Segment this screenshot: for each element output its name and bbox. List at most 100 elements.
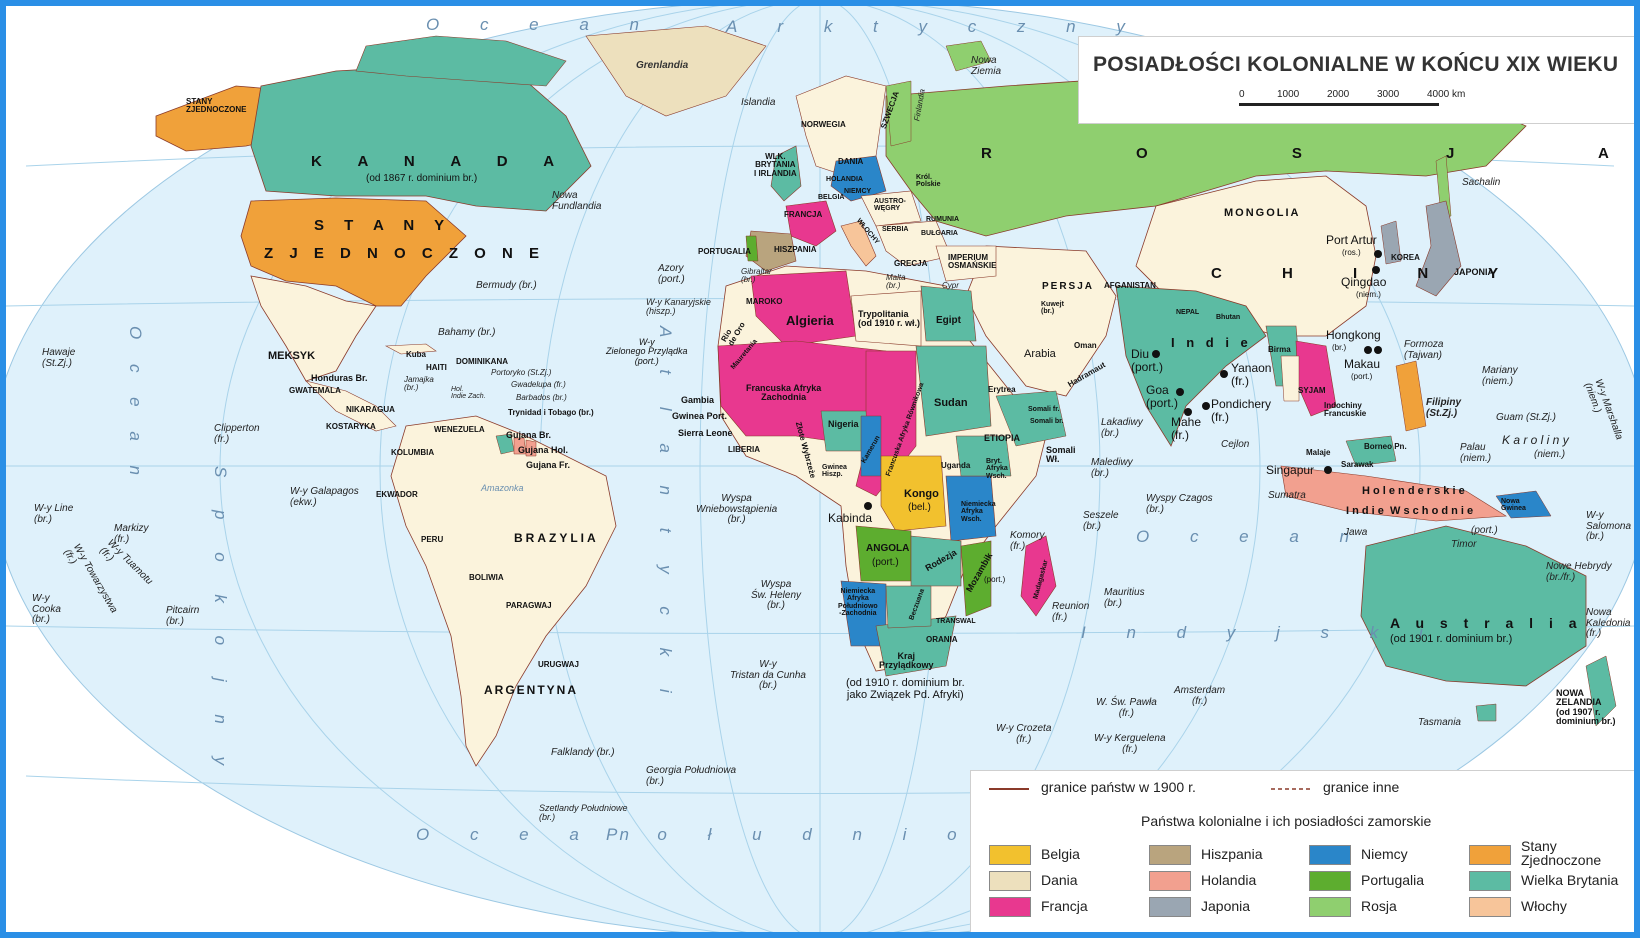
label-timor-sub: (port.) [1471,525,1498,536]
label-syjam: SYJAM [1298,386,1326,395]
label-cejlon: Cejlon [1221,439,1250,450]
label-austro-wegry: AUSTRO- WĘGRY [874,198,906,213]
scale-tick-0: 0 [1239,89,1245,100]
label-georgia: Georgia Południowa (br.) [646,765,737,787]
austria-hungary [860,190,922,227]
label-honduras: Honduras Br. [311,373,368,383]
label-boliwia: BOLIWIA [469,573,504,582]
scale-bar: 0 1000 2000 3000 4000 km [1239,89,1489,109]
somali [995,390,1067,447]
label-falklandy: Falklandy (br.) [551,747,615,758]
ocean-indian-label: O c e a n [1136,527,1367,546]
label-amsterdam: Amsterdam (fr.) [1174,685,1226,707]
label-wenezuela: WENEZUELA [434,425,485,434]
label-mahe: Mahe (fr.) [1171,415,1202,442]
label-zielony: W-y Zielonego Przylądka (port.) [606,337,688,366]
label-makau: Makau [1344,357,1381,371]
label-gwinea-hiszp: Gwinea Hiszp. [822,464,847,479]
greenland [585,25,767,117]
central-america [305,380,397,432]
ocean-arctic-label: O c e a n [426,15,657,34]
label-alaska: STANY ZJEDNOCZONE [186,97,247,115]
legend-item: Francja [989,897,1149,919]
label-rumunia: RUMUNIA [926,216,960,223]
legend-label: Włochy [1521,898,1567,914]
label-palau: Palau (niem.) [1460,442,1492,464]
label-port-artur: Port Artur [1326,233,1377,247]
philippines [1395,360,1427,432]
label-angola: ANGOLA [866,543,910,554]
label-imperium: IMPERIUM OSMAŃSKIE [948,253,997,271]
borneo-br [1345,435,1397,467]
label-gambia: Gambia [681,395,715,405]
label-holenderskie-2: I n d i e W s c h o d n i e [1346,505,1474,517]
legend-item: Wielka Brytania [1469,871,1629,893]
canada-islands [355,35,567,87]
madagascar [1020,535,1057,617]
legend-label: Portugalia [1361,872,1425,888]
legend-label: Rosja [1361,898,1397,914]
label-chiny: C H I N Y [1211,265,1527,282]
novaya-zemlya [945,40,992,72]
label-uganda: Uganda [941,461,971,470]
label-niem-afryka-wsch: Niemiecka Afryka Wsch. [961,501,996,523]
label-ekwador: EKWADOR [376,490,418,499]
ocean-pacific-label-2: S p o k o j n y [210,466,230,779]
legend-swatch [1469,871,1511,891]
legend-swatch [1309,845,1351,865]
label-line: W-y Line (br.) [34,503,74,525]
label-stany-2: Z J E D N O C Z O N E [264,245,546,262]
label-bryt-afryka: Bryt. Afryka Wsch. [986,458,1008,480]
legend-label: Japonia [1201,898,1251,914]
finland [885,80,912,147]
legend-item: Japonia [1149,897,1309,919]
legend-swatch [1309,897,1351,917]
label-mozambik-sub: (port.) [984,575,1006,584]
label-afganistan: AFGANISTAN [1104,281,1156,290]
label-diu: Diu (port.) [1131,347,1164,374]
label-formoza: Formoza (Tajwan) [1404,339,1444,361]
label-nowe-hebrydy: Nowe Hebrydy (br./fr.) [1546,561,1612,583]
label-gwinea-port: Gwinea Port. [672,411,728,421]
label-liberia: LIBERIA [728,445,760,454]
label-hongkong: Hongkong [1326,328,1381,342]
label-bahamy: Bahamy (br.) [438,327,496,338]
label-stany-1: S T A N Y [314,217,453,234]
label-tasmania: Tasmania [1418,717,1461,728]
legend-item: Stany Zjednoczone [1469,839,1629,867]
label-port-artur-sub: (ros.) [1342,248,1361,257]
label-birma: Birma [1268,345,1291,354]
label-sierra: Sierra Leone [678,428,733,438]
ottoman [935,245,997,282]
hongkong-dot [1364,346,1372,354]
label-kuba: Kuba [406,350,426,359]
label-bermudy: Bermudy (br.) [476,280,537,291]
label-niemcy: NIEMCY [844,188,872,195]
label-barbados: Barbados (br.) [516,393,567,402]
label-kabinda: Kabinda [828,511,873,525]
india [1115,285,1267,447]
guiana-fr [525,439,537,457]
label-sw-heleny: Wyspa Św. Heleny (br.) [751,579,802,611]
label-gujana-fr: Gujana Fr. [526,460,571,470]
label-sw-pawla: W. Św. Pawła (fr.) [1096,697,1157,719]
ocean-indian-label-2: I n d y j s k i [1081,623,1441,642]
label-mauritius: Mauritius (br.) [1104,587,1145,609]
label-sachalin: Sachalin [1462,177,1501,188]
label-orania: ORANIA [926,635,958,644]
label-kraj-sub: (od 1910 r. dominium br. jako Związek Pd… [846,677,965,701]
scale-tick-1: 1000 [1277,89,1300,100]
label-transwal: TRANSWAL [936,618,976,625]
label-nepal: NEPAL [1176,309,1200,316]
britain [770,145,802,202]
label-persja: PERSJA [1042,281,1095,292]
label-dominikana: DOMINIKANA [456,357,508,366]
label-pondichery: Pondichery (fr.) [1211,397,1272,424]
legend-label: Belgia [1041,846,1080,862]
label-amazonka: Amazonka [481,483,524,493]
label-kanada-sub: (od 1867 r. dominium br.) [366,173,478,184]
qingdao-dot [1372,266,1380,274]
cuba [384,343,437,355]
legend-swatch [1149,871,1191,891]
